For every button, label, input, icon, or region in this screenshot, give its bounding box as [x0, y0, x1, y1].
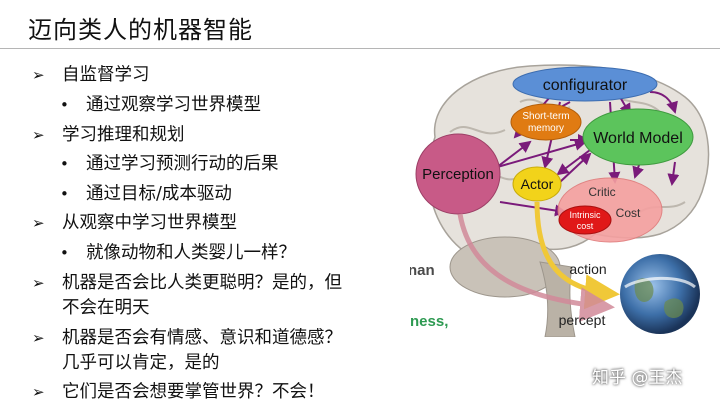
configurator-label: configurator — [543, 77, 628, 94]
intrinsic-cost-label: cost — [577, 221, 594, 231]
bullet-text: 它们是否会想要掌管世界？不会！ — [62, 382, 325, 402]
intrinsic-cost-module — [558, 205, 612, 235]
dot-bullet-icon: • — [60, 244, 69, 262]
arrow-bullet-icon: ➢ — [32, 329, 45, 347]
memory-label: memory — [528, 123, 564, 134]
bullet-list: ➢ 自监督学习 • 通过观察学习世界模型 ➢ 学习推理和规划 • 通过学习预测行… — [32, 65, 342, 402]
perception-label: Perception — [422, 166, 494, 183]
cost-label: Cost — [616, 206, 641, 220]
actor-label: Actor — [521, 176, 554, 192]
dot-bullet-icon: • — [60, 96, 69, 114]
bullet-text: 通过目标/成本驱动 — [86, 184, 232, 204]
bullet-text: 从观察中学习世界模型 — [62, 213, 237, 233]
dot-bullet-icon: • — [60, 185, 69, 203]
zhihu-watermark: 知乎 @王杰 — [592, 368, 683, 388]
short-term-memory-module — [510, 103, 582, 141]
perception-module — [415, 133, 501, 215]
arrow-bullet-icon: ➢ — [32, 126, 45, 144]
arrow-bullet-icon: ➢ — [32, 383, 45, 401]
bullet-text: 通过观察学习世界模型 — [86, 95, 261, 115]
arrow-bullet-icon: ➢ — [32, 274, 45, 292]
dot-bullet-icon: • — [60, 155, 69, 173]
bullet-text: 机器是否会有情感、意识和道德感？ — [62, 328, 342, 348]
bullet-text: 不会在明天 — [62, 298, 150, 318]
slide-title: 迈向类人的机器智能 — [28, 16, 253, 44]
bullet-text: 几乎可以肯定，是的 — [62, 353, 220, 373]
earth-image — [620, 254, 700, 334]
bullet-text: 通过学习预测行动的后果 — [86, 154, 279, 174]
actor-module — [512, 166, 562, 202]
brain-architecture-figure: configurator Short-term memory World Mod… — [410, 62, 720, 337]
percept-label: percept — [559, 312, 606, 328]
bullet-text: 就像动物和人类婴儿一样？ — [86, 243, 296, 263]
configurator-module — [512, 66, 658, 102]
bullet-text: 自监督学习 — [62, 65, 150, 85]
action-label: action — [569, 261, 606, 277]
world-model-label: World Model — [593, 130, 683, 147]
intrinsic-label: Intrinsic — [569, 210, 601, 220]
title-divider — [0, 48, 720, 49]
bullet-text: 机器是否会比人类更聪明？是的，但 — [62, 273, 342, 293]
short-term-label: Short-term — [522, 111, 569, 122]
arrow-bullet-icon: ➢ — [32, 214, 45, 232]
bullet-text: 学习推理和规划 — [62, 125, 185, 145]
percept-arrow — [457, 213, 615, 323]
arrow-bullet-icon: ➢ — [32, 66, 45, 84]
world-model-module — [582, 108, 694, 166]
brain-diagram: configurator Short-term memory World Mod… — [410, 64, 710, 337]
critic-label: Critic — [588, 185, 615, 199]
background-text-fragment: ness, — [410, 313, 448, 330]
background-text-fragment: nan — [410, 262, 435, 279]
